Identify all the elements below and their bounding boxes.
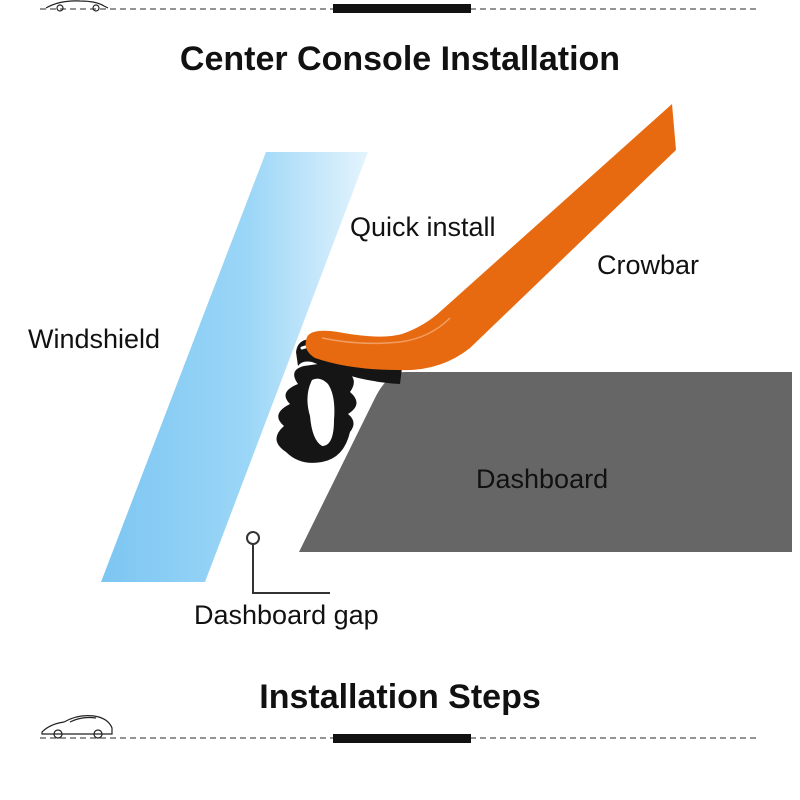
- crowbar-tool: [305, 104, 676, 371]
- windshield-glass: [101, 152, 368, 582]
- bottom-separator: [40, 715, 760, 743]
- dashboard-block: [299, 372, 792, 552]
- crowbar-label: Crowbar: [597, 250, 700, 280]
- section-title: Installation Steps: [259, 678, 541, 716]
- gap-pointer: [246, 531, 330, 594]
- top-separator: [40, 0, 760, 13]
- page-title: Center Console Installation: [179, 40, 621, 78]
- car-outline-icon: [41, 715, 113, 739]
- dashboard-gap-label: Dashboard gap: [194, 600, 379, 630]
- quick-install-label: Quick install: [350, 212, 496, 242]
- car-outline-icon: [45, 0, 109, 12]
- windshield-label: Windshield: [28, 324, 161, 354]
- dashboard-label: Dashboard: [476, 464, 609, 494]
